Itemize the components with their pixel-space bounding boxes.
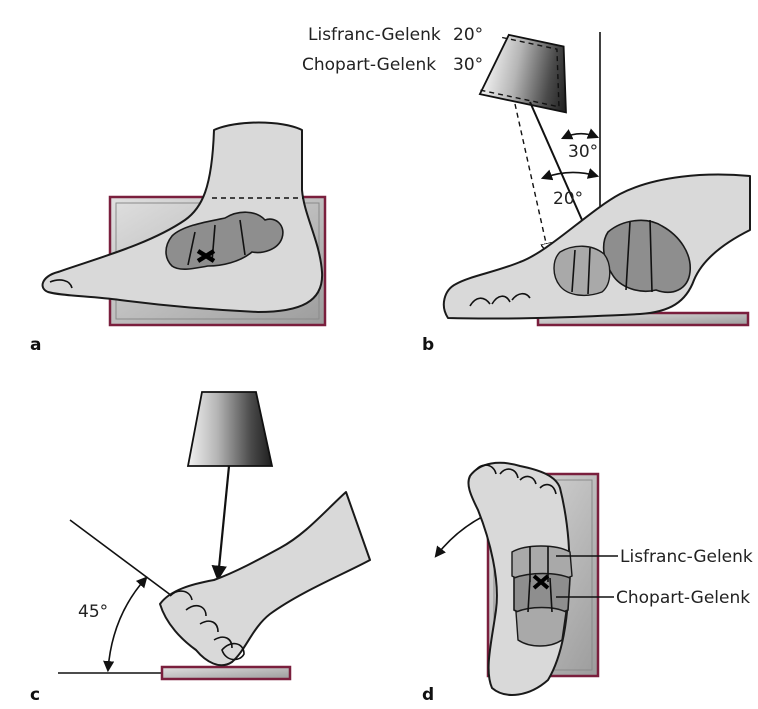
metatarsal-bones-b xyxy=(554,246,610,295)
angle-30-label: 30° xyxy=(568,142,598,162)
chopart-label-b: Chopart-Gelenk xyxy=(302,55,436,75)
angle-20-label: 20° xyxy=(553,189,583,209)
angle-arc-30 xyxy=(563,134,597,138)
xray-tube-b xyxy=(476,31,579,113)
panel-label-c: c xyxy=(30,685,40,705)
lisfranc-label-b: Lisfranc-Gelenk xyxy=(308,25,441,45)
panel-b: Lisfranc-Gelenk 20° Chopart-Gelenk 30° 3… xyxy=(302,25,750,355)
chopart-label-d: Chopart-Gelenk xyxy=(616,588,750,608)
tilt-line-c xyxy=(70,520,172,596)
angle-45-label: 45° xyxy=(78,602,108,622)
central-beam-c xyxy=(218,466,229,578)
panel-label-d: d xyxy=(422,685,434,705)
calcaneus-d xyxy=(516,608,566,647)
lisfranc-angle-b: 20° xyxy=(453,25,483,45)
xray-tube-c xyxy=(188,392,272,466)
foot-oblique-b xyxy=(444,175,750,319)
panel-label-b: b xyxy=(422,335,434,355)
angle-arc-45 xyxy=(108,578,146,670)
panel-a: a xyxy=(30,123,325,356)
foot-dorsal-c xyxy=(160,492,370,665)
angle-arc-20 xyxy=(543,172,597,178)
panel-d: Lisfranc-Gelenk Chopart-Gelenk d xyxy=(422,463,753,705)
detector-plate-c xyxy=(162,667,290,679)
panel-label-a: a xyxy=(30,335,41,355)
panel-c: 45° c xyxy=(30,392,370,705)
chopart-angle-b: 30° xyxy=(453,55,483,75)
lisfranc-label-d: Lisfranc-Gelenk xyxy=(620,547,753,567)
